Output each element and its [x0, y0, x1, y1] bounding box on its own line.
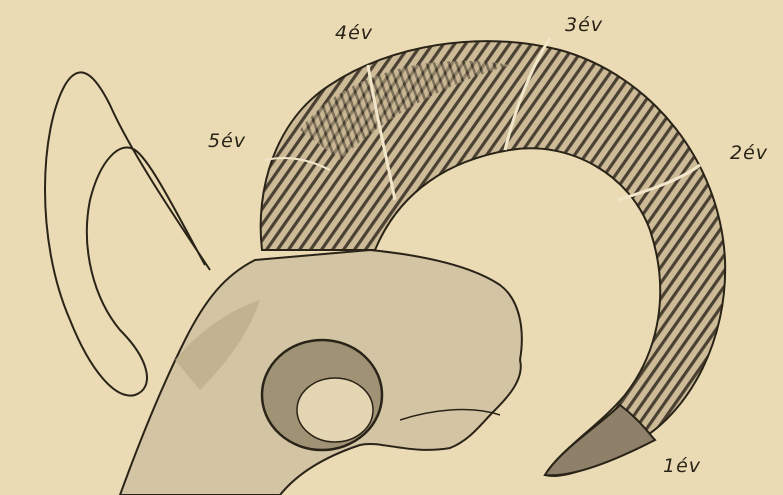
eye-socket-inner: [297, 378, 373, 442]
growth-ring-label-year-5: 5év: [208, 130, 246, 152]
growth-ring-label-year-3: 3év: [565, 14, 603, 36]
growth-ring-label-year-1: 1év: [663, 455, 701, 477]
growth-ring-label-year-4: 4év: [335, 22, 373, 44]
growth-ring-label-year-2: 2év: [730, 142, 768, 164]
